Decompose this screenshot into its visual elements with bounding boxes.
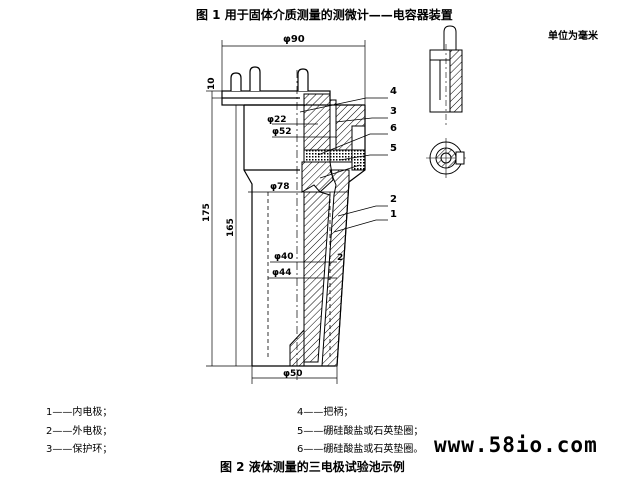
legend-item-4: 4——把柄；	[297, 407, 354, 418]
unit-note: 单位为毫米	[548, 31, 598, 42]
callout-5: 5	[390, 143, 397, 154]
dim-h175: 175	[202, 203, 212, 222]
dim-d90: φ90	[283, 34, 305, 45]
legend-item-3: 3——保护环；	[46, 444, 113, 455]
dim-d50: φ50	[283, 369, 303, 379]
dim-d44: φ44	[272, 268, 292, 278]
handle-detail-side	[429, 25, 463, 128]
watermark: www.58io.com	[434, 433, 598, 457]
legend-item-6: 6——硼硅酸盐或石英垫圈。	[297, 444, 424, 455]
dim-d78: φ78	[270, 182, 290, 192]
dimension-lines	[206, 40, 366, 384]
dim-d40: φ40	[274, 252, 294, 262]
figure2-caption: 图 2 液体测量的三电极试验池示例	[220, 460, 405, 474]
legend-item-2: 2——外电极；	[46, 426, 113, 437]
handle-detail-top	[426, 138, 466, 178]
callout-4: 4	[390, 86, 397, 97]
callout-3: 3	[390, 106, 397, 117]
legend-item-5: 5——硼硅酸盐或石英垫圈；	[297, 426, 424, 437]
callout-1: 1	[390, 209, 397, 220]
hidden-lines	[267, 192, 331, 360]
dim-d22: φ22	[267, 115, 287, 125]
callout-6: 6	[390, 123, 397, 134]
dim-h165: 165	[226, 218, 236, 237]
callout-2: 2	[390, 194, 397, 205]
callout-leaders	[299, 97, 388, 233]
figure1-caption: 图 1 用于固体介质测量的测微计——电容器装置	[196, 8, 453, 22]
sectioned-half	[289, 93, 366, 367]
legend-item-1: 1——内电极；	[46, 407, 113, 418]
callout-2-lower: 2	[337, 253, 343, 263]
handle-pins	[230, 66, 309, 91]
dim-h10: 10	[207, 77, 217, 90]
dim-d52: φ52	[272, 127, 292, 137]
